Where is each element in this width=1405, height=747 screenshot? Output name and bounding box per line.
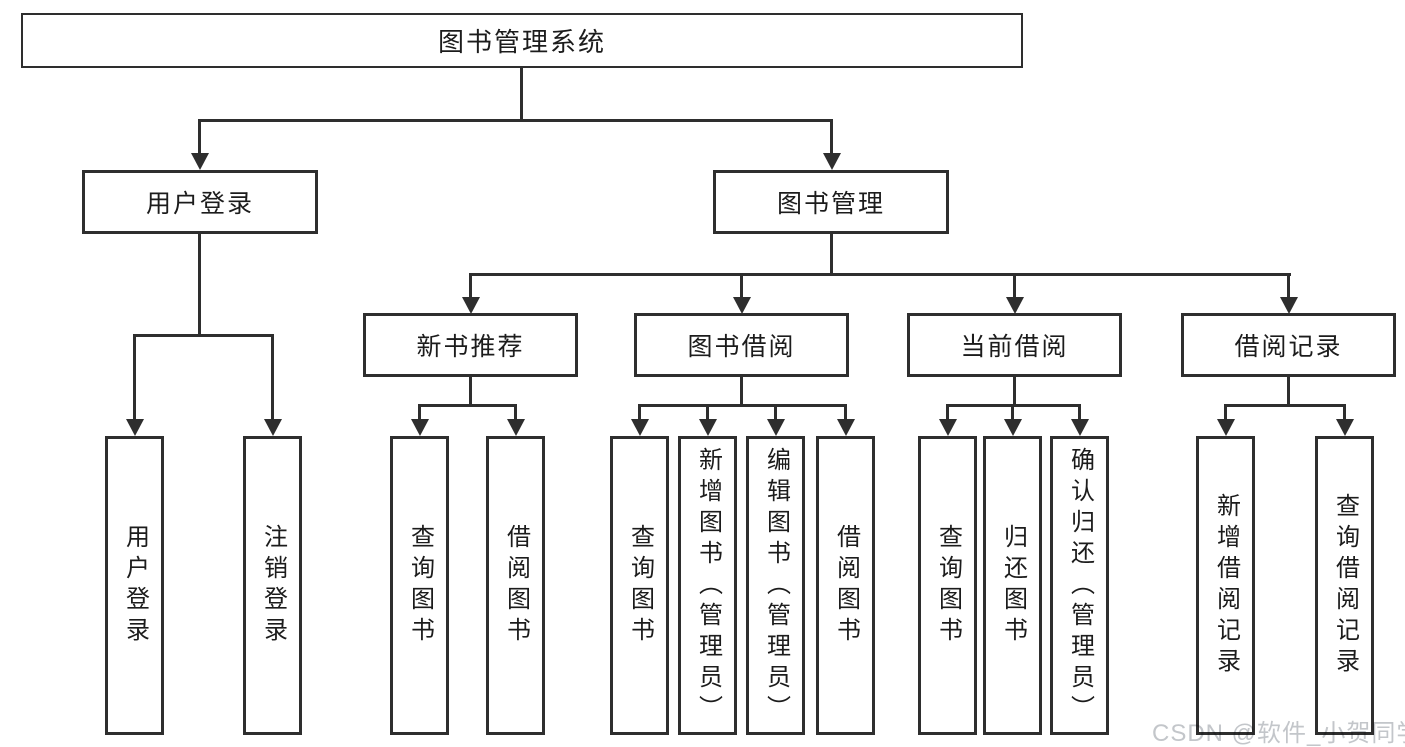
connector-drop-borrow-records: [1287, 273, 1290, 299]
arrowhead-add-book: [699, 419, 717, 436]
node-root: 图书管理系统: [21, 13, 1023, 68]
leaf-query-books-borrow-label: 查询图书: [626, 523, 654, 648]
node-book-management-label: 图书管理: [776, 190, 885, 218]
leaf-borrow-books: 借阅图书: [816, 436, 875, 735]
node-borrow-records: 借阅记录: [1181, 313, 1396, 377]
connector-drop-query-recommend: [418, 404, 421, 420]
leaf-query-books-current-label: 查询图书: [934, 523, 962, 648]
leaf-borrow-books-label: 借阅图书: [832, 523, 860, 648]
connector-drop-query-current: [946, 404, 949, 420]
arrowhead-borrow-recommend: [507, 419, 525, 436]
leaf-logout-label: 注销登录: [259, 523, 287, 648]
connector-recommend-bar: [418, 404, 517, 407]
connector-records-bar: [1224, 404, 1345, 407]
leaf-query-borrow-record: 查询借阅记录: [1315, 436, 1374, 735]
arrowhead-user-login: [191, 153, 209, 170]
connector-drop-user-login: [198, 119, 201, 155]
arrowhead-query-current: [939, 419, 957, 436]
leaf-add-borrow-record: 新增借阅记录: [1196, 436, 1255, 735]
connector-current-stem: [1013, 377, 1016, 407]
leaf-confirm-return-admin: 确认归还（管理员）: [1050, 436, 1109, 735]
connector-borrow-bar: [638, 404, 847, 407]
connector-recommend-stem: [469, 377, 472, 407]
connector-drop-leaf-logout: [271, 334, 274, 420]
arrowhead-query-borrow: [631, 419, 649, 436]
arrowhead-confirm-return: [1071, 419, 1089, 436]
node-borrow-records-label: 借阅记录: [1234, 333, 1343, 361]
node-new-book-recommend: 新书推荐: [363, 313, 578, 377]
connector-drop-add-book: [706, 404, 709, 420]
leaf-add-book-admin: 新增图书（管理员）: [678, 436, 737, 735]
leaf-edit-book-admin: 编辑图书（管理员）: [746, 436, 805, 735]
leaf-confirm-return-admin-label: 确认归还（管理员）: [1066, 447, 1094, 726]
leaf-user-login-label: 用户登录: [121, 523, 149, 648]
arrowhead-leaf-logout: [264, 419, 282, 436]
node-root-label: 图书管理系统: [437, 27, 606, 57]
connector-drop-confirm-return: [1078, 404, 1081, 420]
node-book-management: 图书管理: [713, 170, 949, 234]
connector-drop-add-record: [1224, 404, 1227, 420]
connector-book-management-stem: [830, 234, 833, 276]
node-book-borrow-label: 图书借阅: [687, 333, 796, 361]
connector-drop-current-borrow: [1013, 273, 1016, 299]
arrowhead-query-recommend: [411, 419, 429, 436]
csdn-watermark: CSDN @软件_小贺同学: [1152, 720, 1405, 747]
connector-root-stem: [520, 68, 523, 121]
connector-drop-query-record: [1343, 404, 1346, 420]
node-user-login-label: 用户登录: [145, 190, 254, 218]
leaf-logout: 注销登录: [243, 436, 302, 735]
node-current-borrow: 当前借阅: [907, 313, 1122, 377]
connector-drop-book-management: [830, 119, 833, 155]
connector-book-management-bar: [469, 273, 1291, 276]
arrowhead-borrow-records: [1280, 297, 1298, 314]
leaf-return-book-label: 归还图书: [999, 523, 1027, 648]
node-new-book-recommend-label: 新书推荐: [416, 333, 525, 361]
leaf-query-books-recommend: 查询图书: [390, 436, 449, 735]
leaf-add-borrow-record-label: 新增借阅记录: [1212, 492, 1240, 679]
arrowhead-book-management: [823, 153, 841, 170]
connector-drop-borrow-book: [844, 404, 847, 420]
leaf-add-book-admin-label: 新增图书（管理员）: [694, 447, 722, 726]
leaf-query-books-borrow: 查询图书: [610, 436, 669, 735]
leaf-query-borrow-record-label: 查询借阅记录: [1331, 492, 1359, 679]
arrowhead-edit-book: [767, 419, 785, 436]
arrowhead-return-book: [1004, 419, 1022, 436]
connector-drop-leaf-user-login: [133, 334, 136, 420]
node-user-login: 用户登录: [82, 170, 318, 234]
connector-borrow-stem: [740, 377, 743, 407]
connector-drop-new-book-recommend: [469, 273, 472, 299]
connector-drop-borrow-recommend: [514, 404, 517, 420]
arrowhead-current-borrow: [1006, 297, 1024, 314]
connector-records-stem: [1287, 377, 1290, 407]
arrowhead-book-borrow: [733, 297, 751, 314]
node-current-borrow-label: 当前借阅: [960, 333, 1069, 361]
leaf-query-books-current: 查询图书: [918, 436, 977, 735]
connector-drop-book-borrow: [740, 273, 743, 299]
connector-user-login-stem: [198, 234, 201, 337]
leaf-edit-book-admin-label: 编辑图书（管理员）: [762, 447, 790, 726]
connector-root-bar: [198, 119, 833, 122]
leaf-user-login: 用户登录: [105, 436, 164, 735]
leaf-return-book: 归还图书: [983, 436, 1042, 735]
leaf-borrow-books-recommend-label: 借阅图书: [502, 523, 530, 648]
leaf-borrow-books-recommend: 借阅图书: [486, 436, 545, 735]
arrowhead-new-book-recommend: [462, 297, 480, 314]
arrowhead-borrow-book: [837, 419, 855, 436]
arrowhead-leaf-user-login: [126, 419, 144, 436]
connector-drop-query-borrow: [638, 404, 641, 420]
node-book-borrow: 图书借阅: [634, 313, 849, 377]
connector-user-login-bar: [133, 334, 274, 337]
leaf-query-books-recommend-label: 查询图书: [406, 523, 434, 648]
arrowhead-query-record: [1336, 419, 1354, 436]
arrowhead-add-record: [1217, 419, 1235, 436]
connector-drop-return-book: [1011, 404, 1014, 420]
connector-drop-edit-book: [774, 404, 777, 420]
